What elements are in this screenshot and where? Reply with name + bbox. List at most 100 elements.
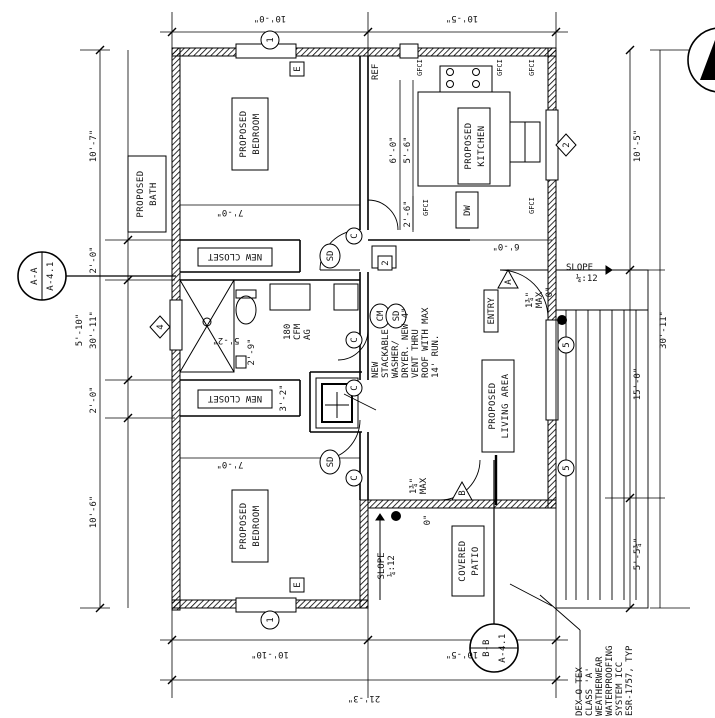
marker-tri-a: A <box>497 268 519 289</box>
slope-left-line2: ¼:12 <box>387 555 397 577</box>
dim-closet-bottom-h: 3'-2" <box>279 384 289 411</box>
svg-text:C: C <box>350 385 360 390</box>
cfm-line2: CFM <box>293 323 303 340</box>
kitchen-line2: KITCHEN <box>477 125 487 166</box>
marker-5b: 5 <box>557 459 575 477</box>
north-arrow <box>687 27 715 93</box>
dim-right-total: 30'-11" <box>659 311 669 349</box>
dexotex-line: WATERPROOFING <box>605 646 615 716</box>
dim-bottom-left: 10'-10" <box>251 649 289 659</box>
dim-top-left: 10'-0" <box>254 13 287 23</box>
sd-tag-2: SD <box>326 457 336 468</box>
dim-left-3: 5'-10" <box>75 314 85 347</box>
patio-line1: COVERED <box>458 540 468 581</box>
washer-note-line: NEW <box>371 361 381 378</box>
slope-left-line1: SLOPE <box>377 552 387 579</box>
dexotex-line: DEX-O-TEX <box>575 667 585 716</box>
gfci-tag: GFCI <box>528 197 536 214</box>
interior-walls <box>180 56 470 500</box>
dim-kitchen-1: 6'-0" <box>389 136 399 163</box>
closet-bottom-label: NEW CLOSET <box>207 393 262 403</box>
dim-left-2: 2'-0" <box>89 246 99 273</box>
bath-line1: PROPOSED <box>136 170 146 217</box>
marker-4: 4 <box>149 315 171 339</box>
dim-bath-1: 5'-2" <box>212 335 239 345</box>
dim-kitchen-2: 5'-6" <box>403 136 413 163</box>
dim-right-1: 10'-5" <box>633 130 643 163</box>
dim-left-4: 2'-0" <box>89 386 99 413</box>
e-tag-top: E <box>293 66 303 71</box>
ref-tag: REF <box>371 64 381 80</box>
dw-tag: DW <box>463 205 473 216</box>
svg-text:5: 5 <box>562 342 572 347</box>
bath-fixtures <box>179 279 359 373</box>
slope-right-line2: ¼:12 <box>576 274 598 284</box>
room-labels: PROPOSED BEDROOM PROPOSED BEDROOM PROPOS… <box>136 110 511 581</box>
gfci-tag: GFCI <box>422 199 430 216</box>
sd-tag-1: SD <box>326 251 336 262</box>
marker-5a: 5 <box>557 336 575 354</box>
dim-bottom-total: 21'-3" <box>348 693 381 703</box>
bedroom-bottom-line2: BEDROOM <box>252 505 262 547</box>
cm-tag: CM <box>376 310 386 321</box>
washer-note-line: 14' RUN. <box>431 335 441 378</box>
bedroom-top-line2: BEDROOM <box>252 113 262 155</box>
marker-2: 2 <box>555 133 577 157</box>
section-a-name: A-A <box>30 267 40 285</box>
living-line2: LIVING AREA <box>501 373 511 438</box>
max-left-line1: 1¾" <box>409 478 419 494</box>
small-tags: REF GFCI GFCI GFCI GFCI GFCI DW E E 180 … <box>283 59 536 593</box>
marker-c1: C <box>345 227 363 245</box>
dim-right-3: 5'-5¾" <box>633 538 643 571</box>
marker-2b: 2 <box>377 255 393 271</box>
svg-text:C: C <box>350 337 360 342</box>
max-right-line1: 1¾" <box>525 292 535 308</box>
max-left-line2: MAX <box>419 477 429 494</box>
marker-c3: C <box>345 379 363 397</box>
gfci-tag: GFCI <box>528 59 536 76</box>
dim-left-5: 10'-6" <box>89 496 99 529</box>
svg-text:2: 2 <box>562 142 572 147</box>
svg-text:1: 1 <box>266 37 276 42</box>
svg-text:5: 5 <box>562 465 572 470</box>
section-b-name: B-B <box>482 639 492 657</box>
kitchen-counter <box>371 65 541 269</box>
dexotex-note: DEX-O-TEX CLASS 'A' WEATHERWEAR WATERPRO… <box>575 645 635 716</box>
washer-dryer <box>315 377 359 429</box>
section-b-sheet: A-4.1 <box>498 633 508 663</box>
svg-text:4: 4 <box>156 324 166 329</box>
closet-top-label: NEW CLOSET <box>207 251 262 261</box>
svg-text:B: B <box>458 490 468 495</box>
washer-note-line: WASHER/ <box>391 340 401 378</box>
bedroom-bottom-line1: PROPOSED <box>239 502 249 549</box>
circle-markers: 1 1 2 2 4 5 5 C C C C A B <box>149 30 577 630</box>
cfm-line1: 180 <box>283 324 293 340</box>
dim-right-2: 15'-0" <box>633 368 643 401</box>
marker-c4: C <box>345 469 363 487</box>
room-label-boxes <box>127 97 515 597</box>
gfci-tag: GFCI <box>416 59 424 76</box>
slope-notes: SLOPE ¼:12 SLOPE ¼:12 1¾" MAX 1¾" MAX <box>377 263 598 580</box>
patio-line2: PATIO <box>471 546 481 576</box>
washer-note-line: VENT THRU <box>411 329 421 378</box>
dexotex-line: SYSTEM ICC <box>615 662 625 716</box>
living-line1: PROPOSED <box>488 382 498 429</box>
marker-tri-b: B <box>451 480 473 501</box>
dim-kitchen-3: 2'-6" <box>403 200 413 227</box>
max-right-line2: MAX <box>535 291 545 308</box>
dimension-text: 10'-0" 10'-5" 10'-10" 10'-5" 21'-3" 30'-… <box>75 13 669 703</box>
svg-text:C: C <box>350 475 360 480</box>
svg-text:C: C <box>350 233 360 238</box>
marker-c2: C <box>345 331 363 349</box>
svg-text:2: 2 <box>381 260 391 265</box>
dim-zero-1: 0" <box>545 287 555 298</box>
marker-1-bottom: 1 <box>260 610 280 630</box>
section-a-sheet: A-4.1 <box>46 261 56 291</box>
slope-right-line1: SLOPE <box>566 263 593 273</box>
dim-zero-2: 0" <box>423 515 433 526</box>
dim-kitchen-4: 6'-0" <box>492 241 519 251</box>
kitchen-line1: PROPOSED <box>464 122 474 169</box>
dexotex-line: WEATHERWEAR <box>595 656 605 716</box>
dimension-ticks <box>95 27 635 685</box>
